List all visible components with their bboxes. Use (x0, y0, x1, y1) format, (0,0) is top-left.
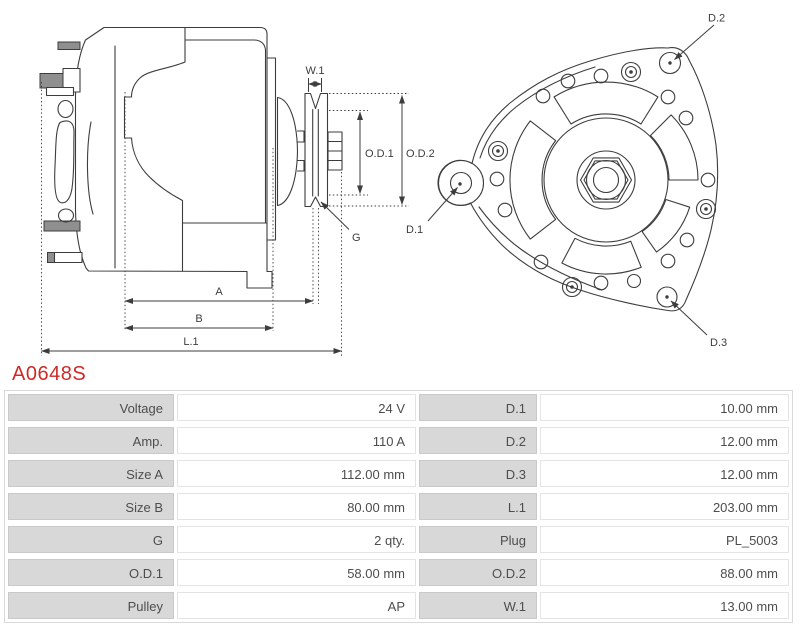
d3-hole (656, 286, 678, 308)
dim-label-w1: W.1 (306, 65, 325, 77)
front-view-callouts: D.2 D.1 D.3 (406, 13, 727, 350)
spec-value-cell: 58.00 mm (177, 559, 416, 586)
spec-value-cell: 112.00 mm (177, 460, 416, 487)
dim-label-d3: D.3 (710, 337, 727, 349)
spec-label-cell: Size B (8, 493, 174, 520)
dim-label-od2: O.D.2 (406, 148, 435, 160)
housing-rivets (487, 61, 717, 298)
spec-value-cell: 203.00 mm (540, 493, 789, 520)
spec-label-cell: Voltage (8, 394, 174, 421)
spec-value-cell: 88.00 mm (540, 559, 789, 586)
dim-label-d2: D.2 (708, 13, 725, 25)
spec-label-cell: O.D.2 (419, 559, 537, 586)
side-view (39, 26, 343, 289)
dim-label-g: G (352, 232, 361, 244)
d2-hole (658, 51, 682, 75)
spec-value-cell: AP (177, 592, 416, 619)
spec-label-cell: G (8, 526, 174, 553)
spec-label-cell: D.3 (419, 460, 537, 487)
dim-label-d1: D.1 (406, 224, 423, 236)
spec-label-cell: Amp. (8, 427, 174, 454)
spec-label-cell: Size A (8, 460, 174, 487)
spec-label-cell: Pulley (8, 592, 174, 619)
spec-value-cell: 12.00 mm (540, 427, 789, 454)
dim-label-l1: L.1 (183, 336, 198, 348)
spec-label-cell: D.2 (419, 427, 537, 454)
part-number-title: A0648S (12, 363, 87, 385)
spec-value-cell: 2 qty. (177, 526, 416, 553)
spec-table: Voltage 24 V D.1 10.00 mm Amp. 110 A D.2… (4, 390, 793, 623)
dim-label-a: A (215, 286, 223, 298)
spec-label-cell: D.1 (419, 394, 537, 421)
spec-label-cell: Plug (419, 526, 537, 553)
terminal-bar (43, 220, 81, 232)
mounting-ear (437, 159, 485, 207)
rear-stud-top (57, 41, 81, 50)
housing-holes (489, 68, 716, 291)
side-view-dimensions: W.1 O.D.1 O.D.2 G A B L.1 (41, 65, 435, 356)
spec-value-cell: 12.00 mm (540, 460, 789, 487)
technical-drawing: W.1 O.D.1 O.D.2 G A B L.1 (39, 13, 727, 356)
dim-label-od1: O.D.1 (365, 148, 394, 160)
spec-value-cell: PL_5003 (540, 526, 789, 553)
spec-value-cell: 80.00 mm (177, 493, 416, 520)
front-view (437, 47, 719, 312)
spec-label-cell: L.1 (419, 493, 537, 520)
spec-value-cell: 110 A (177, 427, 416, 454)
spec-label-cell: W.1 (419, 592, 537, 619)
shaft-nut-hex (579, 157, 633, 203)
spec-value-cell: 10.00 mm (540, 394, 789, 421)
spec-label-cell: O.D.1 (8, 559, 174, 586)
dim-label-b: B (195, 313, 202, 325)
spec-value-cell: 24 V (177, 394, 416, 421)
threaded-stud-bottom (53, 251, 83, 264)
threaded-stud-top (45, 86, 75, 97)
spec-value-cell: 13.00 mm (540, 592, 789, 619)
terminal-bolt (39, 73, 64, 89)
